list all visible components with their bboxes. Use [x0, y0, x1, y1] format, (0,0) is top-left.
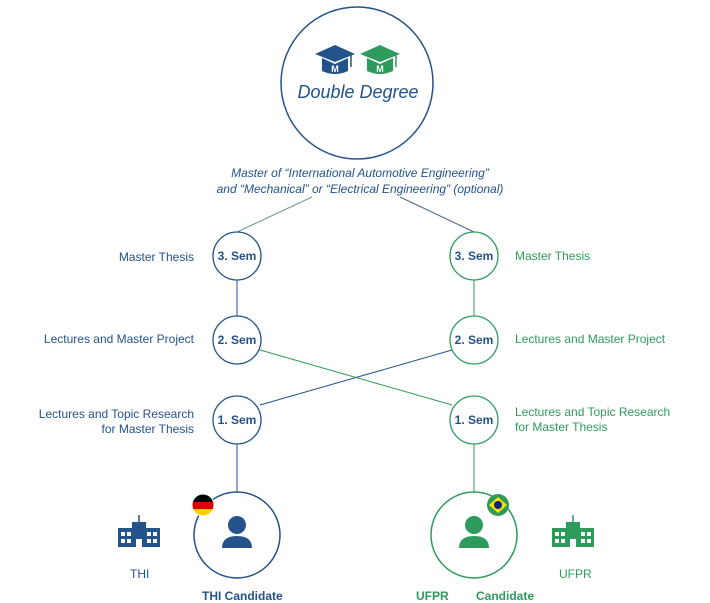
right-sem1-label: 1. Sem: [454, 413, 494, 427]
svg-text:M: M: [376, 64, 384, 74]
right-sem2-label: 2. Sem: [454, 333, 494, 347]
line-right-s3-to-degree: [399, 196, 475, 233]
brazil-flag-icon: [487, 494, 509, 516]
right-lectures-research-label: Lectures and Topic Research for Master T…: [515, 405, 670, 435]
double-degree-title: Double Degree: [297, 82, 419, 102]
graduation-cap-icon: M: [315, 45, 355, 74]
right-s1-line2: for Master Thesis: [515, 420, 608, 434]
right-sem1-circle: [449, 395, 499, 445]
left-lectures-research-label: Lectures and Topic Research for Master T…: [39, 407, 194, 437]
right-sem3-label: 3. Sem: [454, 249, 494, 263]
connector-lines: [236, 196, 475, 492]
person-icon: [222, 516, 252, 548]
line-cross-green: [259, 349, 453, 406]
germany-flag-icon: [191, 493, 215, 517]
degree-line-1: Master of “International Automotive Engi…: [231, 166, 489, 180]
graduation-cap-icon: M: [360, 45, 400, 74]
ufpr-candidate-label-part2: Candidate: [476, 589, 535, 603]
left-s1-line2: for Master Thesis: [101, 422, 194, 436]
left-lectures-project-label: Lectures and Master Project: [43, 332, 194, 346]
double-degree-circle: [280, 6, 434, 160]
thi-candidate-label: THI Candidate: [202, 589, 283, 603]
left-sem1-label: 1. Sem: [217, 413, 257, 427]
degree-description: Master of “International Automotive Engi…: [170, 165, 550, 197]
right-sem2-circle: [449, 315, 499, 365]
person-icon: [459, 516, 489, 548]
left-sem3-label: 3. Sem: [217, 249, 257, 263]
left-s1-line1: Lectures and Topic Research: [38, 407, 194, 421]
left-sem2-label: 2. Sem: [217, 333, 257, 347]
left-master-thesis-label: Master Thesis: [118, 250, 194, 264]
ufpr-candidate-label-part1: UFPR: [416, 589, 449, 603]
university-building-icon: [118, 515, 160, 547]
thi-institution-label: THI: [130, 567, 150, 581]
line-left-s3-to-degree: [236, 196, 313, 233]
left-sem3-circle: [212, 231, 262, 281]
left-sem1-circle: [212, 395, 262, 445]
thi-candidate-circle: [193, 491, 281, 579]
left-sem2-circle: [212, 315, 262, 365]
right-lectures-project-label: Lectures and Master Project: [515, 332, 666, 346]
right-master-thesis-label: Master Thesis: [515, 249, 591, 263]
degree-line-2: and “Mechanical” or “Electrical Engineer…: [216, 182, 504, 196]
svg-text:M: M: [331, 64, 339, 74]
right-sem3-circle: [449, 231, 499, 281]
university-building-icon: [552, 515, 594, 547]
right-s1-line1: Lectures and Topic Research: [515, 405, 671, 419]
ufpr-institution-label: UFPR: [559, 567, 592, 581]
